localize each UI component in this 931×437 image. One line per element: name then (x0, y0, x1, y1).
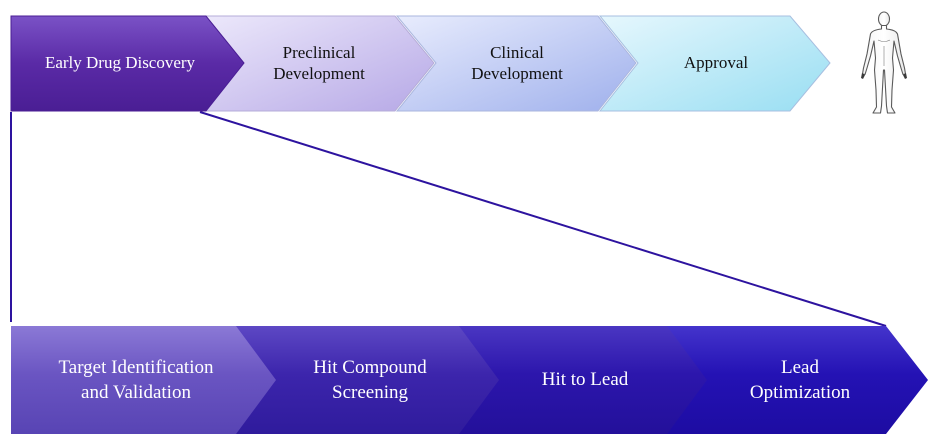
substage-lead-optimization-arrow (663, 326, 928, 434)
stage-early-discovery-label: Early Drug Discovery (44, 53, 196, 73)
substage-hit-compound-screening-arrow (232, 326, 499, 434)
substage-target-identification-label: Target Identification and Validation (58, 356, 214, 403)
zoom-connector-right (199, 111, 887, 327)
human-body-icon (861, 11, 907, 114)
stage-preclinical-label: Preclinical Development (273, 42, 365, 83)
stage-approval-arrow (598, 15, 831, 112)
substage-hit-to-lead-label: Hit to Lead (541, 369, 629, 391)
substage-lead-optimization-label: Lead Optimization (749, 356, 851, 403)
substage-hit-compound-screening-label: Hit Compound Screening (313, 356, 427, 403)
substage-hit-to-lead-arrow (455, 326, 707, 434)
stage-clinical-label: Clinical Development (471, 42, 563, 83)
stage-early-discovery-arrow (10, 15, 245, 112)
stage-approval-label: Approval (683, 53, 749, 73)
stage-clinical-arrow (395, 15, 637, 112)
substage-target-identification-arrow (11, 326, 276, 434)
